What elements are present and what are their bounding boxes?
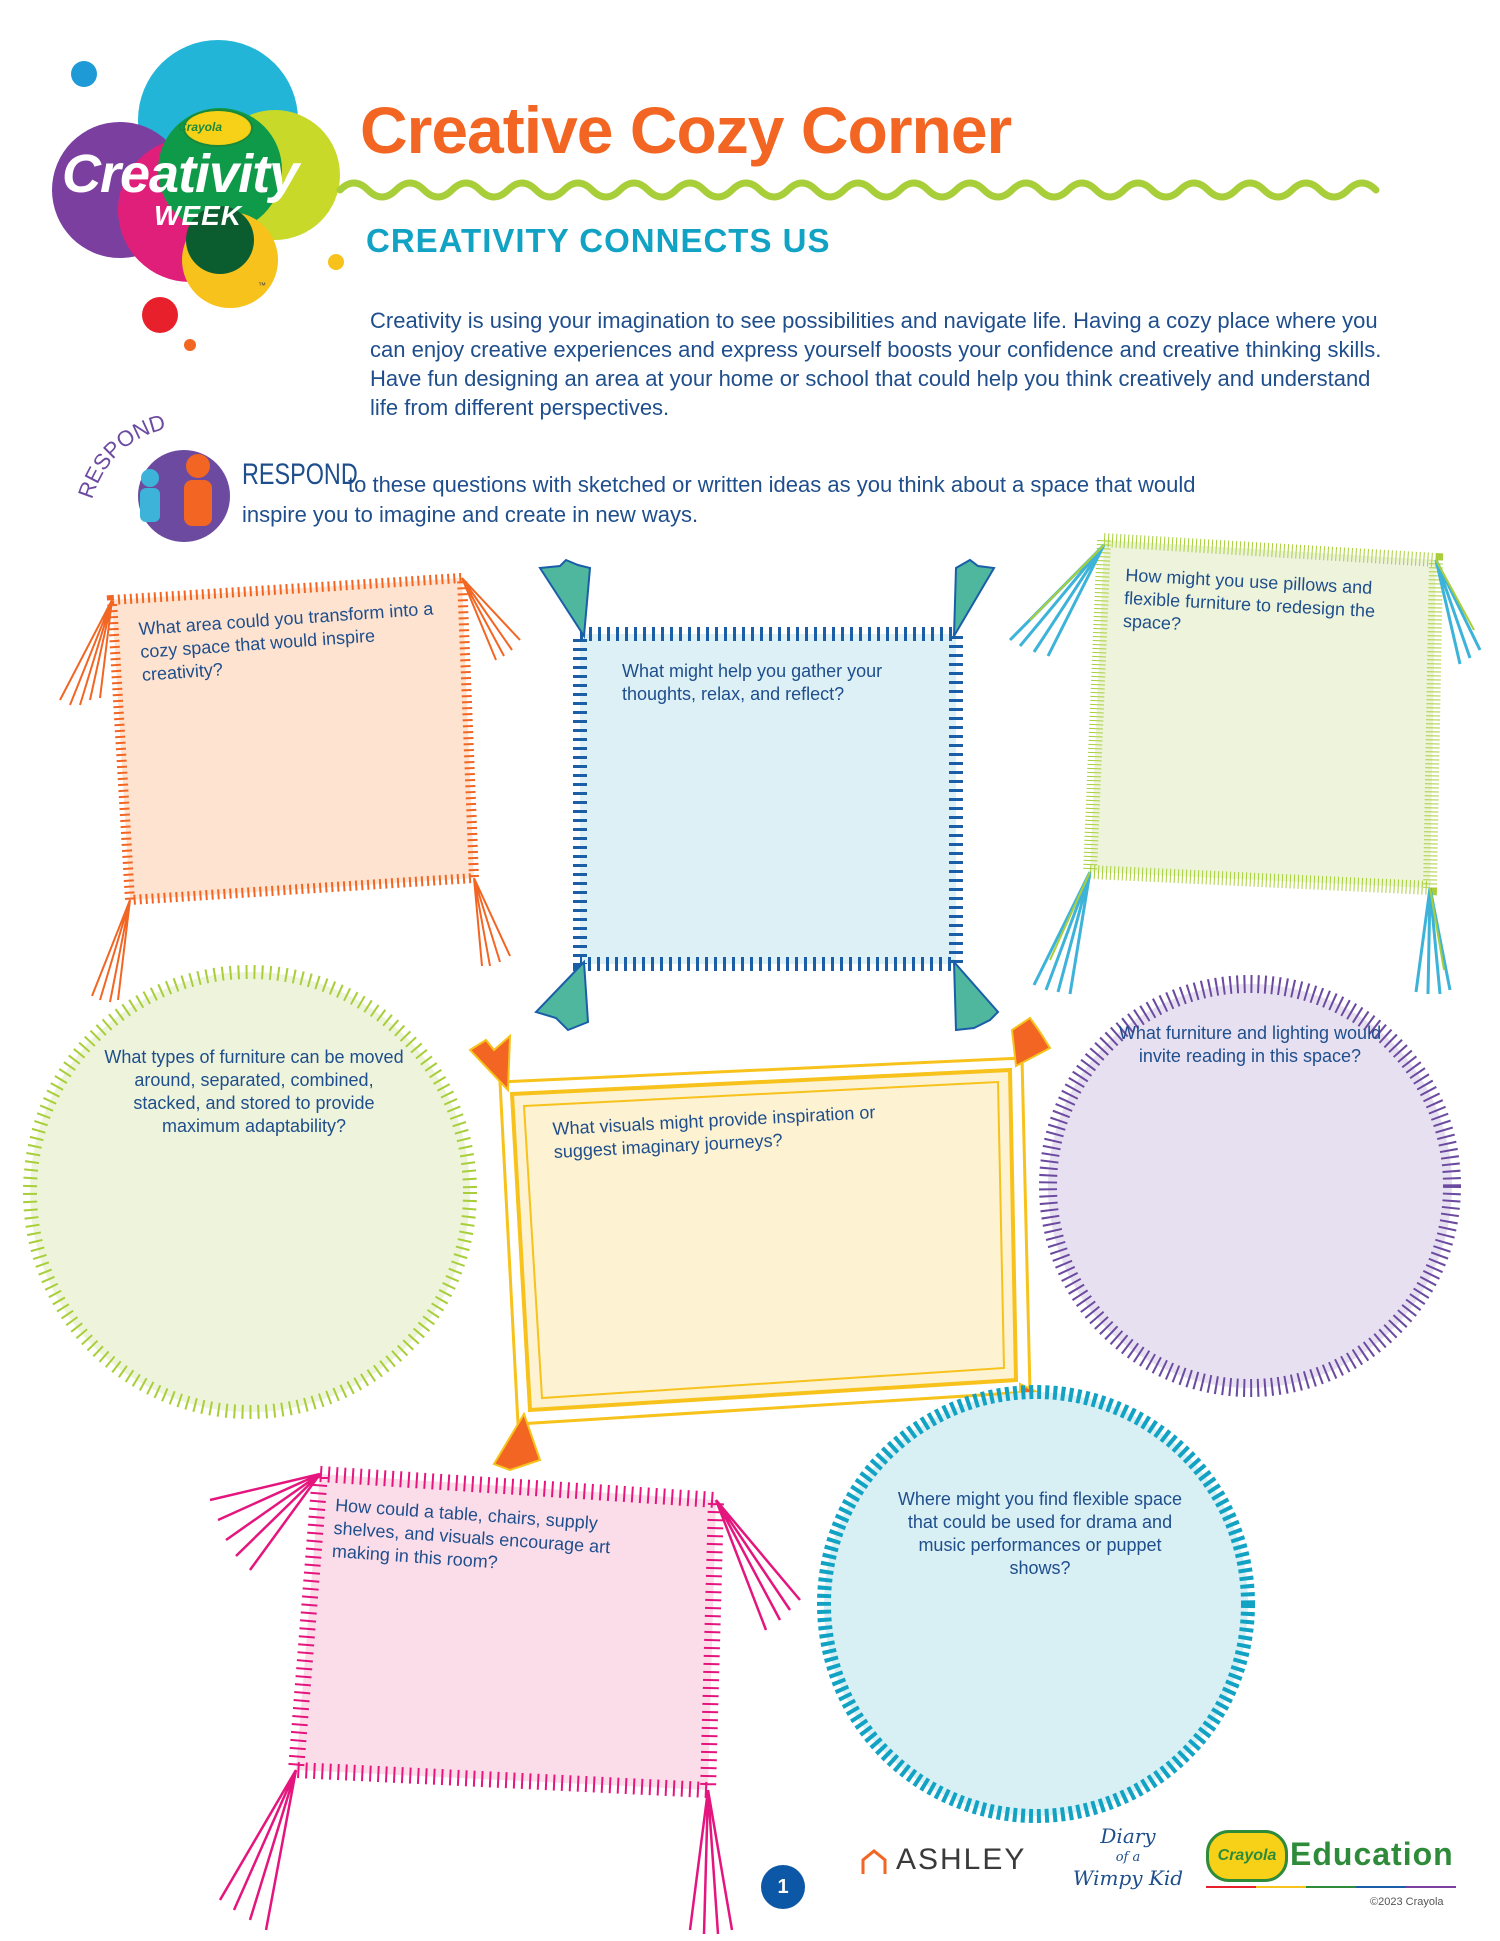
diary-line-2: of a xyxy=(1115,1850,1141,1865)
page-number: 1 xyxy=(761,1865,805,1909)
copyright-text: ©2023 Crayola xyxy=(1370,1896,1444,1908)
logo-creativity-text: Creativity xyxy=(62,144,299,204)
ashley-house-icon xyxy=(861,1849,887,1874)
rug-purple-circle xyxy=(1039,975,1461,1397)
intro-paragraph: Creativity is using your imagination to … xyxy=(370,308,1382,420)
rug-yellow xyxy=(468,1016,1056,1472)
question-3: How might you use pillows and flexible f… xyxy=(1122,564,1376,634)
question-6: What furniture and lighting would invite… xyxy=(1118,1023,1382,1066)
diary-line-3: Wimpy Kid xyxy=(1072,1866,1184,1890)
respond-word: RESPOND xyxy=(242,458,358,491)
rug-green xyxy=(1008,532,1482,995)
creativity-week-logo xyxy=(52,40,344,351)
logo-crayola-text: Crayola xyxy=(178,120,223,134)
respond-instructions: to these questions with sketched or writ… xyxy=(242,472,1196,527)
footer-rainbow-line xyxy=(1206,1886,1456,1888)
logo-week-text: WEEK xyxy=(154,200,242,231)
diary-wimpy-kid-logo: Diary of a Wimpy Kid xyxy=(1072,1826,1184,1889)
ashley-logo: ASHLEY xyxy=(896,1843,1027,1876)
respond-badge-icon: RESPOND xyxy=(73,409,230,542)
question-2: What might help you gather your thoughts… xyxy=(622,661,883,704)
diary-line-1: Diary xyxy=(1100,1824,1156,1848)
logo-trademark: ™ xyxy=(258,281,266,290)
crayola-logo: Crayola xyxy=(1206,1830,1288,1882)
rug-teal-circle xyxy=(817,1385,1255,1823)
education-label: Education xyxy=(1290,1836,1454,1872)
rug-green-circle xyxy=(23,965,477,1419)
page-title: Creative Cozy Corner xyxy=(360,93,1012,167)
wavy-divider xyxy=(336,179,1380,201)
rug-orange xyxy=(59,572,521,1003)
page-subtitle: CREATIVITY CONNECTS US xyxy=(366,222,831,259)
question-4: What types of furniture can be moved aro… xyxy=(104,1047,404,1136)
question-8: Where might you find flexible space that… xyxy=(897,1489,1183,1578)
rug-pink xyxy=(209,1465,801,1935)
rug-blue xyxy=(534,558,1000,1032)
